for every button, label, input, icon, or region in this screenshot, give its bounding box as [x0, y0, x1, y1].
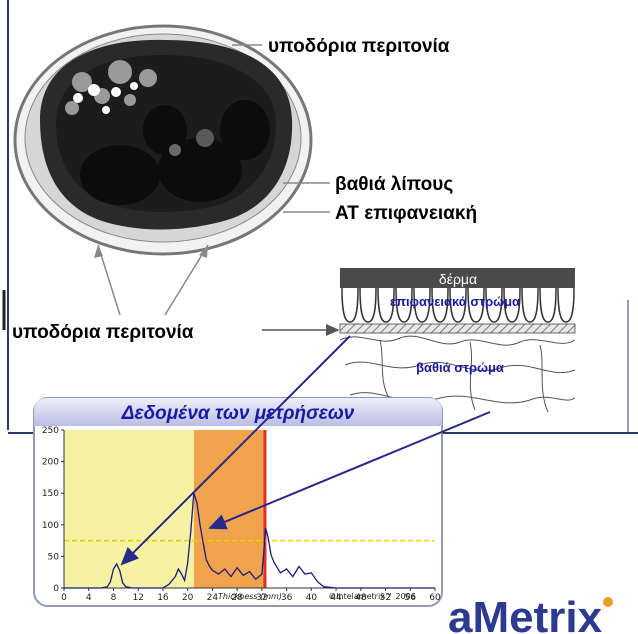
arrow-to-deep-peak: [208, 411, 491, 530]
skin-lobule: [521, 287, 539, 323]
skin-lobule: [485, 287, 503, 323]
x-tick-label: 48: [355, 593, 367, 603]
skin-lobule: [503, 287, 521, 323]
ct-annotation-lines: [97, 44, 330, 316]
x-tick-label: 44: [330, 593, 342, 603]
label-at-surface: AT επιφανειακή: [335, 203, 477, 224]
x-tick-label: 4: [86, 593, 92, 603]
x-tick-label: 32: [256, 593, 267, 603]
x-tick-label: 40: [306, 593, 318, 603]
measurement-chart-panel: Δεδομένα των μετρήσεων 0 50 100 150 200 250 0 4…: [33, 397, 443, 607]
x-tick-label: 52: [380, 593, 391, 603]
skin-lobule: [341, 287, 359, 323]
x-tick-label: 20: [182, 593, 194, 603]
copyright-note: ©Intelametrix™ 2006: [328, 592, 416, 601]
skin-lobule: [431, 287, 449, 323]
x-tick-label: 60: [429, 593, 441, 603]
y-tick-label: 150: [42, 489, 59, 499]
skin-lobule: [413, 287, 431, 323]
chart-region: [64, 430, 194, 588]
label-deep-fat: βαθιά λίπους: [335, 174, 453, 195]
label-subcutaneous-fascia-left: υποδόρια περιτονία: [12, 322, 194, 343]
logo-accent-dot: [603, 597, 613, 607]
image-frame: [7, 0, 638, 434]
x-axis-label: Thickness (mm): [218, 592, 282, 601]
skin-label: δέρμα: [439, 271, 477, 287]
y-tick-label: 50: [48, 552, 60, 562]
x-tick-label: 12: [132, 593, 143, 603]
intelametrix-logo: aMetrix: [448, 593, 613, 634]
chart-title: Δεδομένα των μετρήσεων: [121, 403, 355, 424]
skin-lobule: [449, 287, 467, 323]
chart-region: [264, 430, 435, 588]
skin-lobule: [377, 287, 395, 323]
skin-lobule: [359, 287, 377, 323]
x-tick-label: 28: [231, 593, 243, 603]
x-tick-label: 8: [111, 593, 117, 603]
series-line: [64, 492, 435, 589]
ct-arrowheads: [94, 245, 208, 258]
surface-layer-label: επιφανειακά στρώμα: [390, 294, 520, 309]
logo-text: aMetrix: [448, 593, 603, 634]
skin-layer-diagram: δέρμα επιφανειακά στρώμα βαθιά στρώμα: [339, 268, 576, 413]
y-tick-label: 0: [53, 584, 59, 594]
x-tick-label: 0: [61, 593, 67, 603]
skin-lobule: [557, 287, 575, 323]
y-tick-label: 200: [42, 458, 59, 468]
skin-lobule: [539, 287, 557, 323]
x-tick-label: 56: [405, 593, 417, 603]
skin-lobule: [467, 287, 485, 323]
x-tick-label: 16: [157, 593, 169, 603]
deep-layer-label: βαθιά στρώμα: [416, 360, 504, 375]
y-tick-label: 100: [42, 521, 59, 531]
abdomen-cross-section: [13, 24, 313, 256]
arrow-to-fascia-peak: [120, 335, 351, 566]
label-subcutaneous-fascia-top: υποδόρια περιτονία: [268, 36, 450, 57]
x-tick-label: 24: [207, 593, 219, 603]
y-tick-label: 250: [42, 426, 59, 436]
x-tick-label: 36: [281, 593, 293, 603]
skin-lobule: [395, 287, 413, 323]
